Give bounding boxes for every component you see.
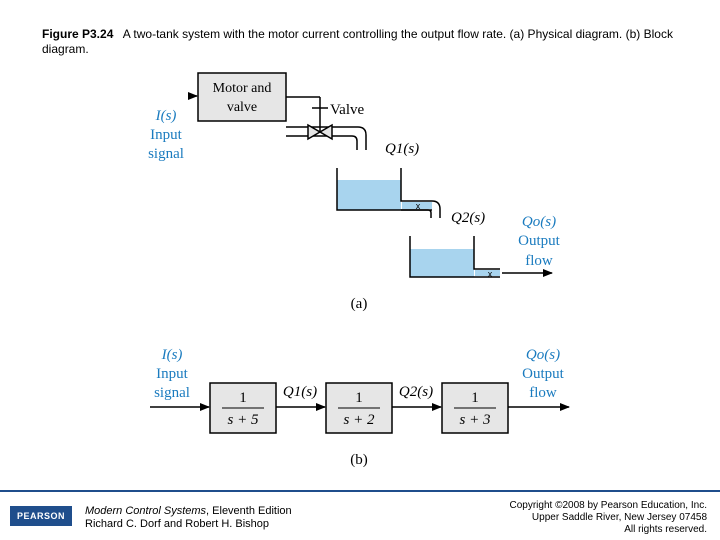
block-output-label-line1: Output: [522, 366, 565, 382]
block3-numerator: 1: [471, 390, 479, 406]
tank2-outlet-water: [475, 270, 500, 276]
input-symbol: I(s): [155, 108, 177, 124]
block3-denominator: s + 3: [460, 412, 491, 428]
valve-icon: [307, 123, 333, 141]
copyright-line-1: Copyright ©2008 by Pearson Education, In…: [509, 500, 708, 511]
figure-label: Figure P3.24: [42, 27, 114, 41]
block-input-symbol: I(s): [161, 347, 183, 363]
book-authors: Richard C. Dorf and Robert H. Bishop: [85, 518, 270, 530]
block-input-label-line2: signal: [154, 385, 190, 401]
input-label-line2: signal: [148, 146, 184, 162]
tank1-outlet-restriction: x: [416, 201, 421, 211]
qo-label: Qo(s): [522, 214, 556, 230]
input-label-line1: Input: [150, 127, 182, 143]
tank1-outlet-water: [402, 202, 432, 209]
copyright-notice: Copyright ©2008 by Pearson Education, In…: [510, 500, 708, 536]
output-label-line1: Output: [518, 233, 561, 249]
physical-diagram-label: (a): [351, 296, 368, 312]
block-q2-label: Q2(s): [399, 384, 433, 400]
block2-denominator: s + 2: [344, 412, 375, 428]
tank1-right-wall: [400, 168, 441, 218]
copyright-line-2: Upper Saddle River, New Jersey 07458: [531, 512, 707, 523]
block1-denominator: s + 5: [228, 412, 259, 428]
tank1-walls: [336, 168, 432, 211]
motor-valve-label-line2: valve: [227, 100, 257, 115]
block1-numerator: 1: [239, 390, 247, 406]
block-qo-label: Qo(s): [526, 347, 560, 363]
block-q1-label: Q1(s): [283, 384, 317, 400]
book-title: Modern Control Systems: [85, 505, 207, 517]
q1-label: Q1(s): [385, 141, 419, 157]
footer-divider: [0, 490, 720, 492]
q2-label: Q2(s): [451, 210, 485, 226]
inlet-pipe: [286, 126, 367, 150]
block-output-label-line2: flow: [529, 385, 557, 401]
output-label-line2: flow: [525, 253, 553, 269]
tank1-outlet-bottom: [401, 209, 432, 218]
block-input-label-line1: Input: [156, 366, 188, 382]
block2-numerator: 1: [355, 390, 363, 406]
tank1-water: [337, 180, 401, 210]
pearson-logo: PEARSON: [10, 506, 72, 526]
tank2-water: [410, 249, 474, 277]
tank2-outlet-restriction: x: [488, 269, 493, 279]
tank2-walls: [409, 236, 500, 278]
motor-valve-label-line1: Motor and: [213, 81, 272, 96]
motor-valve-box: [197, 72, 287, 122]
book-credit: Modern Control Systems, Eleventh Edition…: [85, 505, 292, 531]
inlet-pipe-inner: [286, 135, 358, 150]
book-edition: , Eleventh Edition: [206, 505, 292, 517]
figure-caption: Figure P3.24 A two-tank system with the …: [42, 27, 692, 57]
valve-label: Valve: [330, 102, 364, 118]
block-diagram: I(s) Input signal 1 s + 5 Q1(s) 1 s + 2 …: [150, 347, 570, 468]
tank2-right-wall: [473, 236, 500, 270]
block-diagram-label: (b): [350, 452, 368, 468]
figure-caption-text: A two-tank system with the motor current…: [42, 27, 673, 56]
copyright-line-3: All rights reserved.: [624, 524, 707, 535]
physical-diagram: Motor and valve I(s) Input signal Valve …: [148, 72, 561, 312]
two-tank-figure: Motor and valve I(s) Input signal Valve …: [148, 72, 570, 468]
